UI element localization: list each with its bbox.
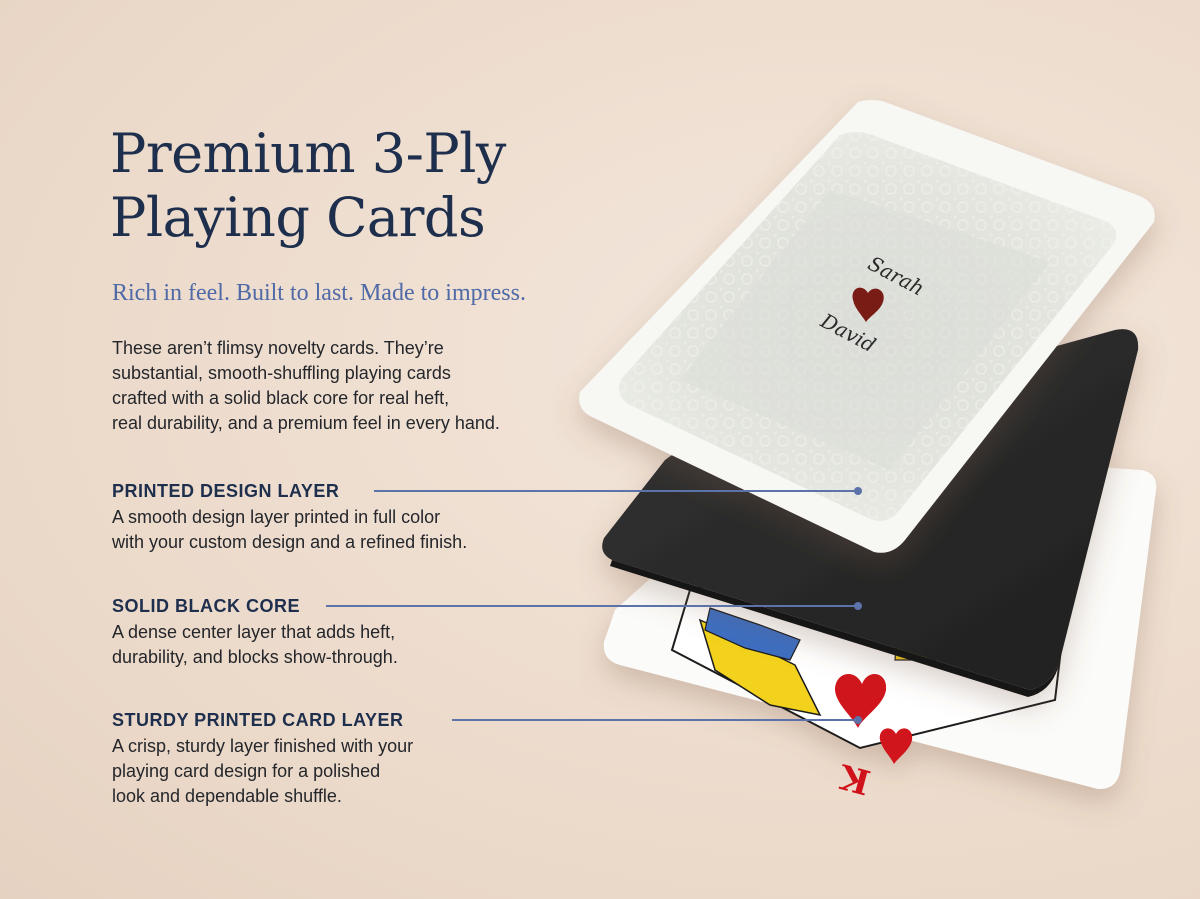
title-line-1: Premium 3-Ply xyxy=(110,122,506,185)
feature-line: playing card design for a polished xyxy=(112,761,381,781)
feature-printed-design-layer: PRINTED DESIGN LAYER A smooth design lay… xyxy=(112,479,532,555)
leader-line-sturdy-layer xyxy=(452,716,862,724)
title-line-2: Playing Cards xyxy=(110,186,486,249)
feature-line: durability, and blocks show-through. xyxy=(112,647,398,667)
intro-line: These aren’t flimsy novelty cards. They’… xyxy=(112,338,444,358)
tagline: Rich in feel. Built to last. Made to imp… xyxy=(112,280,526,306)
feature-line: A smooth design layer printed in full co… xyxy=(112,507,441,527)
leader-line-black-core xyxy=(326,602,862,610)
feature-line: with your custom design and a refined fi… xyxy=(112,532,468,552)
feature-title: STURDY PRINTED CARD LAYER xyxy=(112,710,404,730)
feature-description: A smooth design layer printed in full co… xyxy=(112,505,532,555)
feature-description: A dense center layer that adds heft, dur… xyxy=(112,620,532,670)
feature-line: A dense center layer that adds heft, xyxy=(112,622,396,642)
feature-sturdy-printed-card-layer: STURDY PRINTED CARD LAYER A crisp, sturd… xyxy=(112,708,532,809)
heart-icon xyxy=(852,287,884,322)
corner-rank: K xyxy=(834,755,874,802)
printed-design-card-layer: Sarah David xyxy=(579,100,1155,553)
intro-line: real durability, and a premium feel in e… xyxy=(112,413,500,433)
feature-line: A crisp, sturdy layer finished with your xyxy=(112,736,414,756)
page-title: Premium 3-Ply Playing Cards xyxy=(110,122,506,250)
intro-line: substantial, smooth-shuffling playing ca… xyxy=(112,363,451,383)
intro-line: crafted with a solid black core for real… xyxy=(112,388,450,408)
leader-line-printed-design xyxy=(374,487,862,495)
feature-title: SOLID BLACK CORE xyxy=(112,596,300,616)
heart-pip-icon xyxy=(835,673,887,728)
feature-line: look and dependable shuffle. xyxy=(112,786,342,806)
feature-description: A crisp, sturdy layer finished with your… xyxy=(112,734,532,809)
feature-title: PRINTED DESIGN LAYER xyxy=(112,481,340,501)
corner-heart-icon xyxy=(879,728,913,764)
feature-solid-black-core: SOLID BLACK CORE A dense center layer th… xyxy=(112,594,532,670)
intro-paragraph: These aren’t flimsy novelty cards. They’… xyxy=(112,336,552,436)
